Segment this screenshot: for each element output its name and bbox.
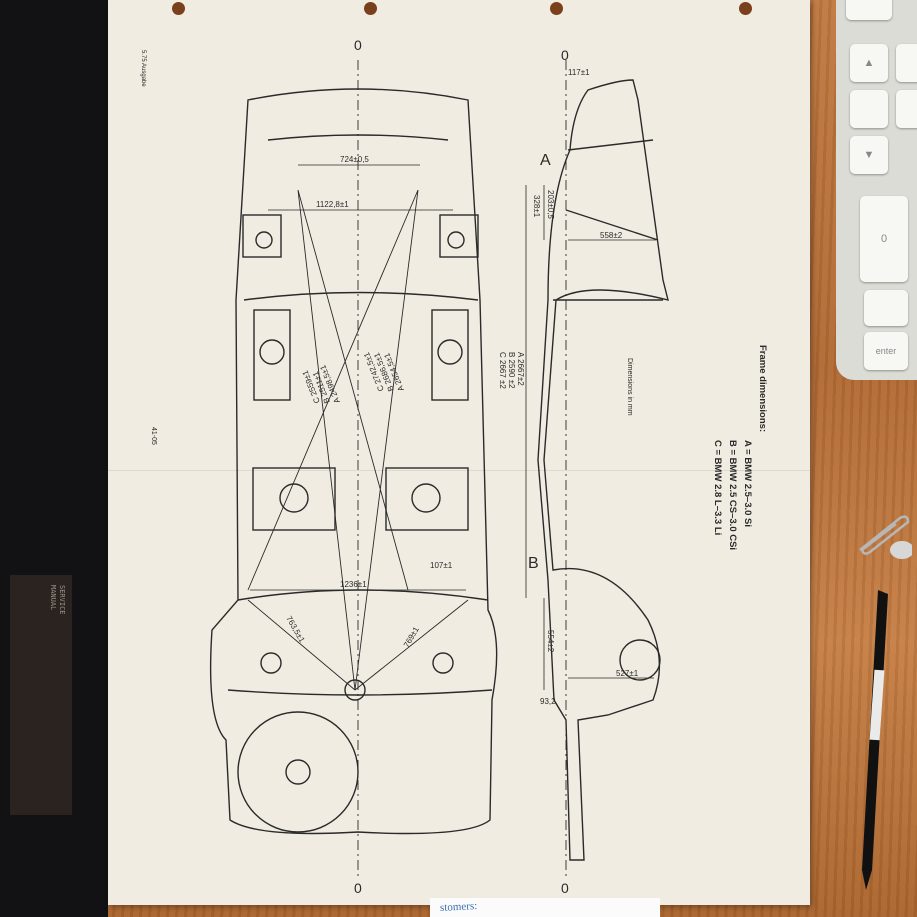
paper-slip: stomers: — [430, 898, 660, 917]
diagonal-lines — [247, 189, 469, 691]
legend-title: Frame dimensions: — [757, 345, 768, 432]
key — [846, 0, 892, 20]
page-fold — [108, 470, 810, 471]
service-manual-page — [108, 0, 810, 905]
plan-crossmember — [237, 589, 489, 601]
front-wheel-arch-mount — [619, 639, 661, 681]
datum-mark: 0 — [561, 880, 569, 896]
wheelbase-label: C 2667 ±2 — [498, 352, 507, 389]
dim-label: 1122,8±1 — [316, 200, 349, 209]
punch-hole — [550, 2, 563, 15]
spring-seat — [431, 309, 469, 401]
plan-crossmember — [243, 291, 479, 301]
key — [850, 90, 888, 128]
punch-hole — [172, 2, 185, 15]
frame-dimension-drawing: 0 0 0 0 A B 5.75 Ausgabe 41-05 Dimension… — [140, 37, 768, 896]
datum-mark: 0 — [561, 47, 569, 63]
datum-mark: 0 — [354, 37, 362, 53]
side-view-detail — [553, 139, 663, 301]
key — [864, 290, 908, 326]
legend-entry-c: C = BMW 2.8 L–3.3 Li — [712, 440, 723, 535]
rear-mount-box — [242, 214, 282, 258]
spring-mount — [259, 339, 285, 365]
pen-icon — [862, 590, 888, 890]
key-zero: 0 — [860, 196, 908, 282]
dim-label: 558±2 — [600, 231, 623, 240]
plan-view-outline — [209, 88, 498, 835]
dim-label: 724±0,5 — [340, 155, 369, 164]
floor-pan — [385, 467, 469, 531]
spring-seat — [253, 309, 291, 401]
plan-crossmember — [227, 689, 493, 696]
rear-mount-box — [439, 214, 479, 258]
floor-pan — [252, 467, 336, 531]
corner-code: 5.75 Ausgabe — [140, 50, 146, 87]
dim-label: 117±1 — [568, 68, 590, 77]
datum-mark: 0 — [354, 880, 362, 896]
center-mount — [344, 679, 366, 701]
units-note: Dimensions in mm — [626, 358, 633, 416]
dim-label: 1236±1 — [340, 580, 367, 589]
legend-entry-b: B = BMW 2.5 CS–3.0 CSi — [727, 440, 738, 550]
spare-wheel-hub — [285, 759, 311, 785]
slip-text: stomers: — [439, 900, 478, 914]
section-mark-b: B — [528, 555, 539, 572]
dim-label: 527±1 — [616, 669, 639, 678]
dim-label: 203±0,5 — [546, 190, 555, 219]
key — [896, 44, 917, 82]
mount-point — [411, 483, 441, 513]
dim-label: 554±2 — [546, 630, 555, 653]
spring-mount — [437, 339, 463, 365]
key-enter: enter — [864, 332, 908, 370]
wheelbase-label: A 2667±2 — [516, 352, 525, 386]
paperclip-icon — [859, 515, 912, 559]
dim-label: 769±1 — [402, 625, 421, 649]
key — [896, 90, 917, 128]
legend-entry-a: A = BMW 2.5–3.0 Si — [742, 440, 753, 527]
book-spine-text: SERVICE MANUAL — [49, 585, 66, 615]
spare-wheel-well — [237, 711, 359, 833]
section-mark-a: A — [540, 152, 551, 169]
side-view-outline — [537, 79, 669, 861]
dim-label: 107±1 — [430, 561, 453, 570]
book: SERVICE MANUAL — [10, 575, 72, 815]
page-number: 41-05 — [150, 427, 157, 445]
keyboard: ▲ ▼ 0 enter — [836, 0, 917, 380]
dim-label: 328±1 — [532, 195, 541, 218]
mount-point — [279, 483, 309, 513]
punch-hole — [364, 2, 377, 15]
front-mount — [260, 652, 282, 674]
rear-mount — [255, 231, 273, 249]
dim-label: 93,2 — [540, 697, 556, 706]
front-mount — [432, 652, 454, 674]
rear-mount — [447, 231, 465, 249]
key-arrow-down: ▼ — [850, 136, 888, 174]
wheelbase-label: B 2590 ±2 — [507, 352, 516, 389]
key-arrow-up: ▲ — [850, 44, 888, 82]
punch-hole — [739, 2, 752, 15]
